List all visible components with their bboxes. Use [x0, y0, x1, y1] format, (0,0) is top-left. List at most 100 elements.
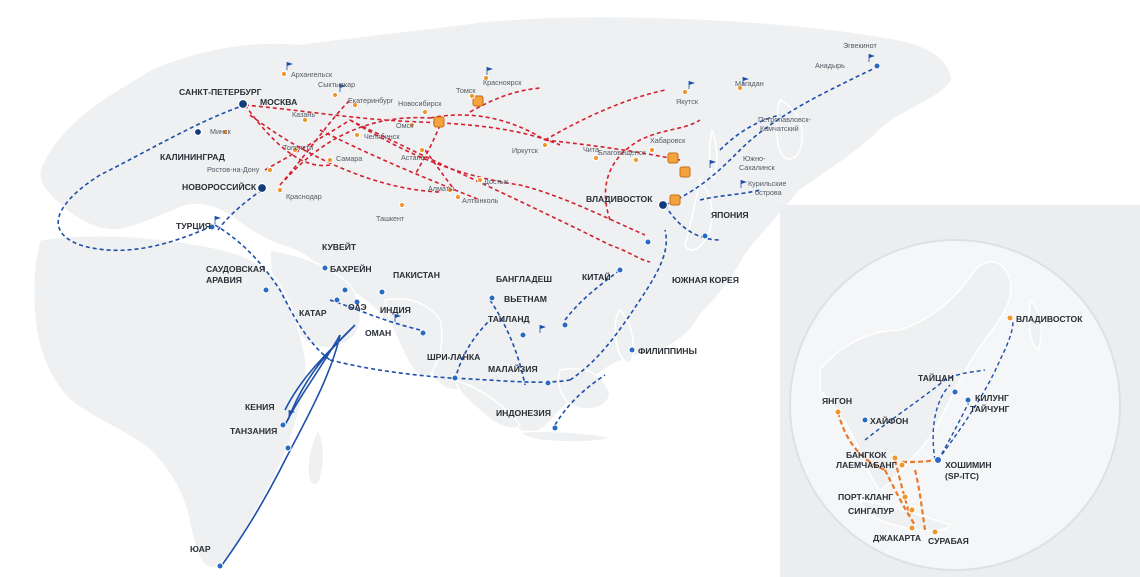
- inset-port-label: БАНГКОК: [846, 450, 887, 460]
- city-label: Алтынколь: [462, 196, 499, 205]
- port-dot-korea: [644, 238, 652, 246]
- terminals: [433, 95, 691, 206]
- inset-port-label: (SP-ITC): [945, 471, 979, 481]
- city-label: Ростов-на-Дону: [207, 165, 260, 174]
- port-dot-bahrain: [341, 286, 349, 294]
- terminal-square-icon: [679, 166, 691, 178]
- port-dot-japan: [701, 232, 709, 240]
- port-label: МОСКВА: [260, 97, 297, 107]
- port-label: ЯПОНИЯ: [711, 210, 749, 220]
- inset-japan-landmass: [1028, 298, 1042, 352]
- inset-port-label: СИНГАПУР: [848, 506, 895, 516]
- terminal-square-icon: [472, 95, 484, 107]
- port-label: ВЛАДИВОСТОК: [586, 194, 653, 204]
- port-label: ИНДИЯ: [380, 305, 411, 315]
- inset-port-label: ТАЙЧУНГ: [970, 403, 1010, 414]
- madagascar-landmass: [307, 428, 325, 486]
- city-label: Тольятти: [283, 143, 313, 152]
- port-dot-srilanka: [451, 374, 459, 382]
- inset-map: [780, 205, 1140, 577]
- city-label: Достык: [484, 177, 509, 186]
- city-label: Чита: [583, 145, 599, 154]
- city-label: Магадан: [735, 79, 764, 88]
- port-label: НОВОРОССИЙСК: [182, 181, 257, 192]
- port-dot-vietnam: [561, 321, 569, 329]
- port-dot-bangladesh: [488, 294, 496, 302]
- city-label: Новосибирск: [398, 99, 442, 108]
- city-label: Челябинск: [364, 132, 400, 141]
- city-label: Самара: [336, 154, 362, 163]
- city-label: Архангельск: [291, 70, 333, 79]
- port-dot-rsa: [216, 562, 224, 570]
- port-label: МАЛАЙЗИЯ: [488, 363, 538, 374]
- city-label: Ташкент: [376, 214, 405, 223]
- eurasia-landmass: [38, 15, 953, 434]
- port-dot-vladivostok: [657, 199, 669, 211]
- inset-markers: [834, 314, 1014, 536]
- port-label: КАЛИНИНГРАД: [160, 152, 225, 162]
- port-label: САНКТ-ПЕТЕРБУРГ: [179, 87, 262, 97]
- city-label: Анадырь: [815, 61, 845, 70]
- city-labels: Архангельск Сыктывкар Минск Казань Екате…: [207, 41, 877, 223]
- city-label: Петропавловск-: [758, 115, 812, 124]
- city-markers: [221, 70, 744, 209]
- port-label: КИТАЙ: [582, 271, 611, 282]
- port-dot-spb: [237, 98, 249, 110]
- city-label: Минск: [210, 127, 232, 136]
- africa-routes: [221, 324, 356, 566]
- city-label: Хабаровск: [650, 136, 686, 145]
- port-label: АРАВИЯ: [206, 275, 242, 285]
- city-label: Южно-: [743, 154, 766, 163]
- terminal-square-icon: [669, 194, 681, 206]
- port-flag-icon: [740, 180, 747, 188]
- port-dot-uae: [353, 298, 361, 306]
- port-dot-turkey: [208, 223, 216, 231]
- port-label: БАХРЕЙН: [330, 263, 372, 274]
- kamchatka-landmass: [775, 98, 803, 160]
- port-label: ТАИЛАНД: [488, 314, 530, 324]
- port-flag-icon: [742, 77, 749, 85]
- port-flag-icon: [214, 216, 221, 224]
- port-label: ПАКИСТАН: [393, 270, 440, 280]
- port-label: ОМАН: [365, 328, 391, 338]
- inset-port-label: ДЖАКАРТА: [873, 533, 921, 543]
- port-dot-indonesia: [551, 424, 559, 432]
- port-dot-kenya: [279, 421, 287, 429]
- inset-port-label: ПОРТ-КЛАНГ: [838, 492, 893, 502]
- java-landmass: [518, 430, 612, 443]
- city-label: Алматы: [428, 184, 454, 193]
- port-flag-icon: [288, 410, 295, 418]
- port-flag-icon: [868, 54, 875, 62]
- rail-routes: [244, 87, 701, 263]
- port-label: ФИЛИППИНЫ: [638, 346, 697, 356]
- inset-port-label: СУРАБАЯ: [928, 536, 969, 546]
- city-label: Екатеринбург: [348, 96, 394, 105]
- city-label: Иркутск: [512, 146, 539, 155]
- city-label: Курильские: [748, 179, 786, 188]
- india-landmass: [384, 298, 443, 377]
- city-label: Красноярск: [483, 78, 522, 87]
- port-flag-icon: [286, 62, 293, 70]
- city-label: Астана: [401, 153, 425, 162]
- port-dot-china: [616, 266, 624, 274]
- port-label: БАНГЛАДЕШ: [496, 274, 552, 284]
- port-dot-india: [419, 329, 427, 337]
- port-label: КУВЕЙТ: [322, 241, 357, 252]
- city-label: Благовещенск: [598, 148, 646, 157]
- port-dot-malaysia: [544, 379, 552, 387]
- city-label: острова: [755, 188, 782, 197]
- city-label: Краснодар: [286, 192, 322, 201]
- port-dot-egvekinot: [873, 62, 881, 70]
- inset-port-label: ВЛАДИВОСТОК: [1016, 314, 1083, 324]
- port-label: ВЬЕТНАМ: [504, 294, 547, 304]
- city-label: Омск: [396, 121, 414, 130]
- port-label: ТАНЗАНИЯ: [230, 426, 277, 436]
- port-dot-kaliningrad: [193, 127, 203, 137]
- port-label: ТУРЦИЯ: [176, 221, 211, 231]
- city-label: Эгвекинот: [843, 41, 877, 50]
- city-label: Якутск: [676, 97, 699, 106]
- inset-asia-landmass: [819, 261, 1012, 491]
- port-flag-icon: [394, 314, 401, 322]
- port-markers: [193, 62, 881, 570]
